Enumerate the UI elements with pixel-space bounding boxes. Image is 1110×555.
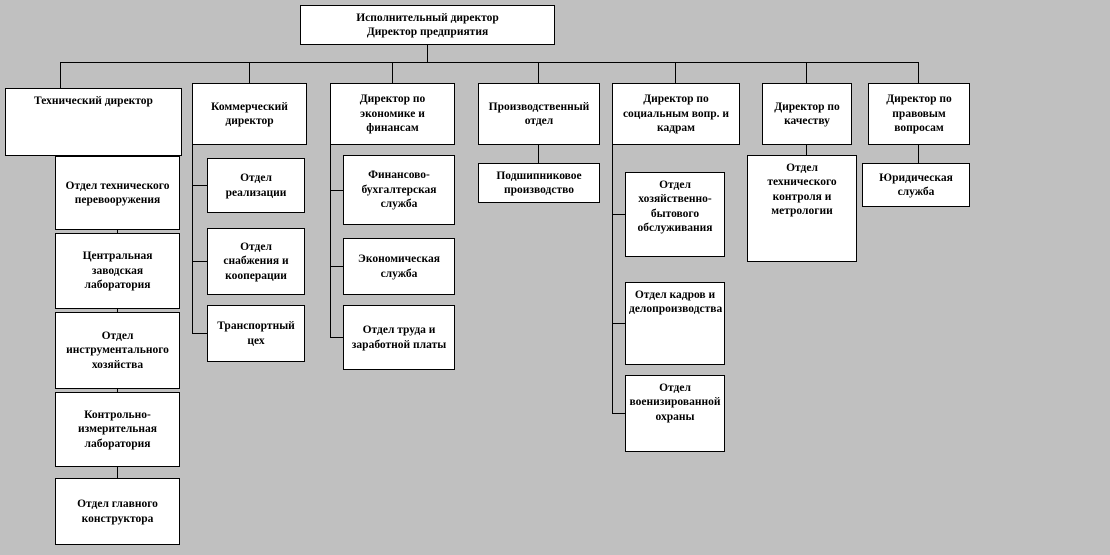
connector-spine-economics: [330, 145, 331, 338]
org-box-chief-designer-dept: Отдел главного конструктора: [55, 478, 180, 545]
connector-drop-legal: [918, 62, 919, 83]
org-box-technical-director: Технический директор: [5, 88, 182, 156]
org-box-label: Коммерческий директор: [211, 100, 288, 127]
org-box-quality-director: Директор по качеству: [762, 83, 852, 145]
org-box-label: Юридическая служба: [879, 171, 953, 198]
org-box-finance-accounting-service: Финансово-бухгалтерская служба: [343, 155, 455, 225]
org-box-label: Технический директор: [34, 95, 153, 107]
org-box-economic-service: Экономическая служба: [343, 238, 455, 295]
org-box-household-services-dept: Отдел хозяйственно-бытового обслуживания: [625, 172, 725, 257]
connector-level2-rail: [60, 62, 919, 63]
org-box-sales-dept: Отдел реализации: [207, 158, 305, 213]
connector-drop-production: [538, 62, 539, 83]
org-box-label: Контрольно-измерительная лаборатория: [78, 408, 157, 450]
org-box-tool-management-dept: Отдел инструментального хозяйства: [55, 312, 180, 389]
connector-stub-sales: [192, 185, 208, 186]
org-box-label: Отдел технического перевооружения: [65, 179, 170, 206]
connector-drop-technical: [60, 62, 61, 88]
org-box-executive-director: Исполнительный директор Директор предпри…: [300, 5, 555, 45]
connector-root-drop: [427, 45, 428, 62]
connector-stub-security: [612, 413, 626, 414]
org-box-hr-records-dept: Отдел кадров и делопроизводства: [625, 282, 725, 365]
org-box-label: Отдел снабжения и кооперации: [223, 240, 289, 282]
org-box-label: Директор по правовым вопросам: [886, 93, 952, 135]
connector-stub-supply: [192, 261, 208, 262]
org-box-economics-finance-director: Директор по экономике и финансам: [330, 83, 455, 145]
org-box-label: Отдел труда и заработной платы: [351, 324, 447, 351]
org-box-label: Центральная заводская лаборатория: [82, 250, 153, 292]
connector-drop-social: [675, 62, 676, 83]
org-box-technical-reequipment-dept: Отдел технического перевооружения: [55, 156, 180, 230]
org-box-label: Директор по социальным вопр. и кадрам: [622, 93, 730, 135]
org-box-label: Подшипниковое производство: [496, 169, 582, 196]
connector-spine-social: [612, 145, 613, 414]
connector-drop-legal-service: [918, 145, 919, 163]
org-box-label: Исполнительный директор Директор предпри…: [356, 11, 499, 38]
connector-stub-finance: [330, 190, 344, 191]
org-box-label: Экономическая служба: [358, 253, 440, 280]
connector-drop-bearing-production: [538, 145, 539, 163]
org-box-label: Отдел инструментального хозяйства: [66, 329, 169, 371]
org-box-label: Транспортный цех: [217, 320, 295, 347]
org-box-legal-director: Директор по правовым вопросам: [868, 83, 970, 145]
connector-stub-transport: [192, 333, 208, 334]
org-box-supply-cooperation-dept: Отдел снабжения и кооперации: [207, 228, 305, 295]
org-box-social-personnel-director: Директор по социальным вопр. и кадрам: [612, 83, 740, 145]
connector-drop-technical-control: [806, 145, 807, 155]
org-box-central-factory-lab: Центральная заводская лаборатория: [55, 233, 180, 309]
org-box-label: Отдел хозяйственно-бытового обслуживания: [637, 179, 713, 235]
org-box-label: Директор по качеству: [774, 100, 840, 127]
org-box-technical-control-metrology-dept: Отдел технического контроля и метрологии: [747, 155, 857, 262]
org-box-label: Отдел технического контроля и метрологии: [767, 162, 837, 218]
org-box-security-dept: Отдел военизированной охраны: [625, 375, 725, 452]
org-box-label: Директор по экономике и финансам: [359, 93, 426, 135]
connector-drop-commercial: [249, 62, 250, 83]
connector-stub-household: [612, 214, 626, 215]
org-box-labor-wages-dept: Отдел труда и заработной платы: [343, 305, 455, 370]
connector-spine-commercial: [192, 145, 193, 334]
org-box-label: Отдел военизированной охраны: [629, 382, 721, 423]
org-box-transport-shop: Транспортный цех: [207, 305, 305, 362]
org-box-label: Отдел реализации: [225, 172, 287, 199]
org-box-production-dept: Производственный отдел: [478, 83, 600, 145]
org-box-label: Производственный отдел: [488, 100, 590, 127]
org-box-legal-service: Юридическая служба: [862, 163, 970, 207]
org-box-label: Отдел кадров и делопроизводства: [629, 289, 723, 316]
connector-stub-labor-wages: [330, 337, 344, 338]
connector-stub-hr: [612, 323, 626, 324]
org-box-control-measuring-lab: Контрольно-измерительная лаборатория: [55, 392, 180, 467]
org-box-bearing-production: Подшипниковое производство: [478, 163, 600, 203]
org-box-label: Отдел главного конструктора: [77, 498, 158, 525]
connector-drop-quality: [806, 62, 807, 83]
org-box-commercial-director: Коммерческий директор: [192, 83, 307, 145]
connector-drop-economics: [392, 62, 393, 83]
connector-stub-economic-service: [330, 266, 344, 267]
org-box-label: Финансово-бухгалтерская служба: [361, 169, 437, 211]
